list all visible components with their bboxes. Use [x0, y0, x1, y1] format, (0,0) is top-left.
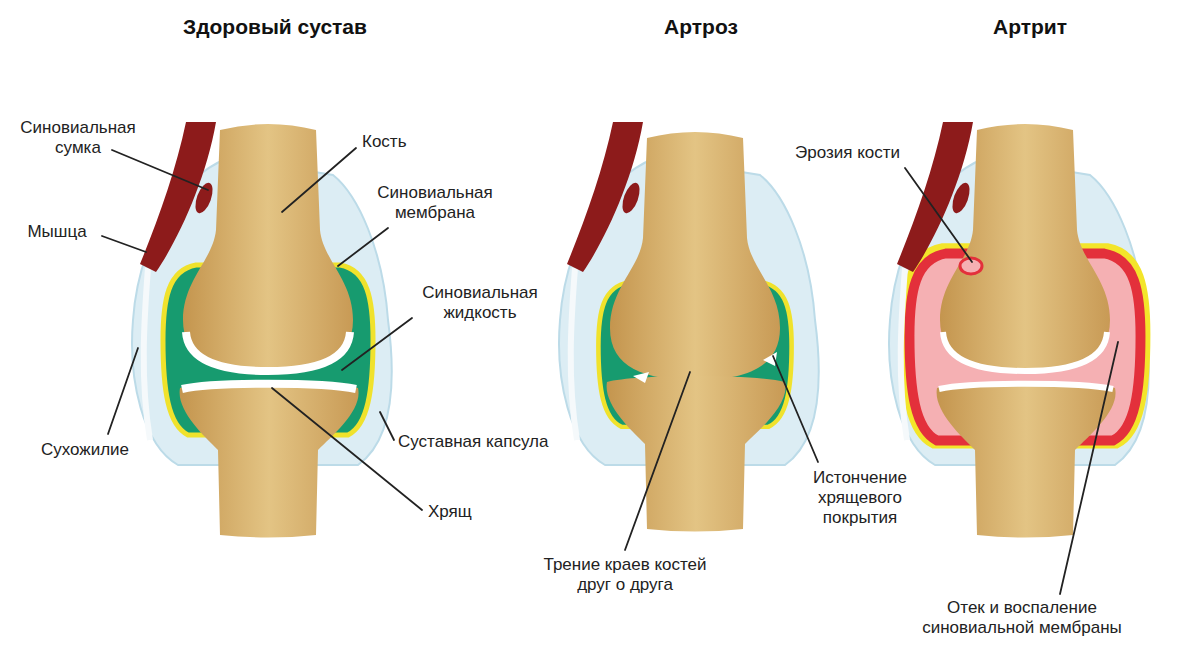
upper-bone — [610, 132, 780, 380]
panel-heading: Артрит — [930, 14, 1130, 40]
part-label: Отек и воспаление синовиальной мембраны — [907, 598, 1137, 638]
muscle — [140, 122, 216, 272]
leader-line — [773, 356, 818, 462]
lower-bone — [180, 382, 359, 538]
cartilage-remnant — [633, 372, 649, 383]
leader-line — [905, 168, 972, 262]
upper-bone — [183, 124, 353, 372]
leader-line — [342, 318, 412, 370]
tendon — [901, 268, 907, 440]
muscle — [897, 122, 973, 272]
leader-line — [625, 372, 690, 550]
leader-line — [282, 148, 356, 212]
cartilage — [182, 384, 356, 389]
tendon — [571, 268, 577, 440]
part-label: Хрящ — [428, 502, 488, 522]
leader-line — [380, 412, 394, 440]
bursa — [192, 181, 216, 216]
part-label: Синовиальная мембрана — [370, 183, 500, 223]
bursa — [619, 181, 643, 216]
cartilage — [186, 332, 350, 371]
panel-heading: Артроз — [596, 14, 806, 40]
lower-bone — [607, 376, 786, 532]
part-label: Синовиальная сумка — [13, 118, 143, 158]
panel-heading: Здоровый сустав — [150, 14, 400, 40]
part-label: Трение краев костей друг о друга — [525, 555, 725, 595]
part-label: Сухожилие — [20, 440, 150, 460]
arthritis-joint — [889, 122, 1149, 538]
upper-bone — [940, 124, 1110, 372]
part-label: Мышца — [12, 222, 102, 242]
lower-bone — [937, 382, 1116, 538]
cartilage — [943, 332, 1107, 371]
leader-line — [102, 236, 146, 252]
part-label: Истончение хрящевого покрытия — [795, 468, 925, 528]
leader-lines — [102, 148, 1118, 594]
part-label: Синовиальная жидкость — [415, 283, 545, 323]
bursa — [949, 181, 973, 216]
leader-line — [112, 150, 208, 190]
leader-line — [1060, 342, 1118, 594]
part-label: Суставная капсула — [398, 432, 618, 452]
arthrosis-joint — [559, 122, 819, 532]
tendon — [144, 268, 150, 440]
leader-line — [108, 348, 138, 434]
part-label: Кость — [362, 132, 442, 152]
leader-line — [338, 228, 388, 266]
part-label: Эрозия кости — [795, 143, 945, 163]
cartilage — [939, 384, 1113, 389]
healthy-joint — [132, 122, 392, 538]
muscle — [567, 122, 643, 272]
